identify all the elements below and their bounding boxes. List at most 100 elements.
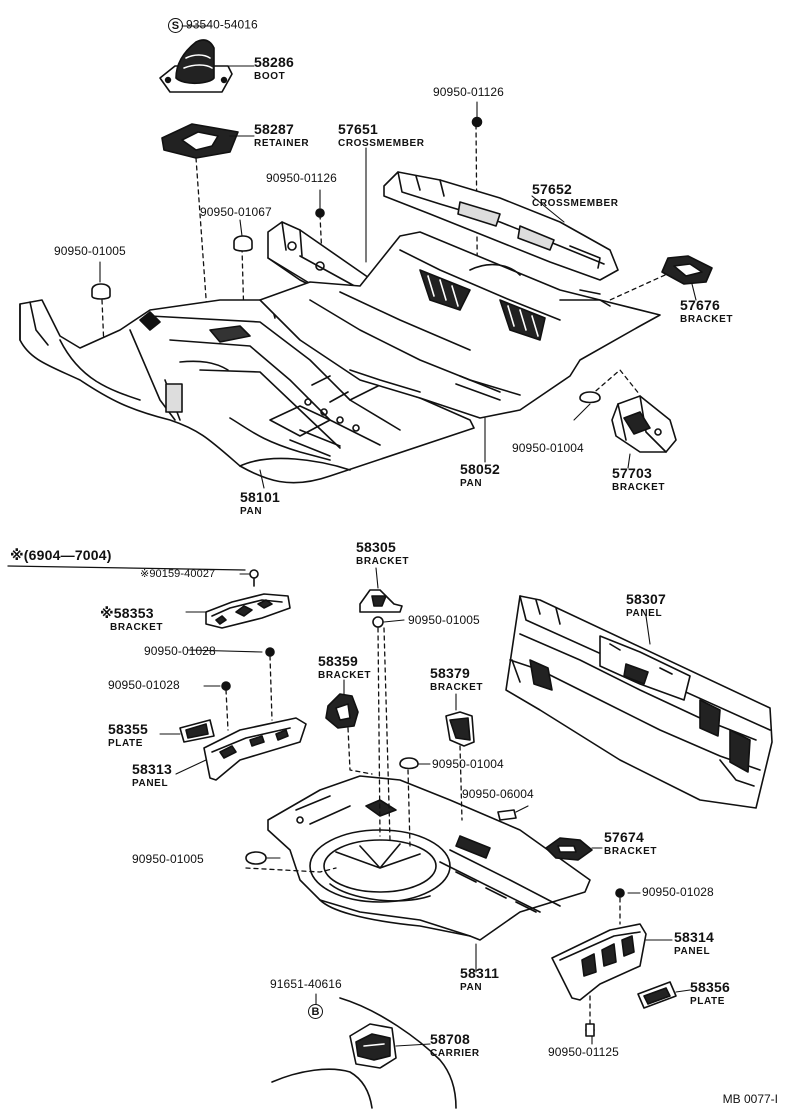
part-90950-01028-b: 90950-01028 [108, 678, 180, 692]
part-name: BRACKET [356, 556, 410, 567]
section-divider-line [7, 565, 246, 571]
part-58287-retainer: 58287 RETAINER [254, 122, 309, 149]
part-58101-pan: 58101 PAN [240, 490, 280, 517]
bracket-57676-drawing [661, 255, 713, 285]
upper-plugs [91, 116, 601, 404]
part-90950-01067: 90950-01067 [200, 205, 272, 219]
assembly-guide-lines-rear [225, 627, 621, 1025]
part-58305-bracket: 58305 BRACKET [356, 540, 409, 567]
bracket-58359-drawing [325, 693, 359, 729]
part-58307-panel: 58307 PANEL [626, 592, 666, 619]
diagram-reference-code: MB 0077-I [722, 1092, 778, 1106]
part-58356-plate: 58356 PLATE [690, 980, 730, 1007]
part-number: 58355 [108, 721, 148, 737]
part-57652-crossmember: 57652 CROSSMEMBER [532, 182, 619, 209]
part-90950-06004: 90950-06004 [462, 787, 534, 801]
part-number: 58305 [356, 539, 396, 555]
part-58708-carrier: 58708 CARRIER [430, 1032, 480, 1059]
part-number: 58356 [690, 979, 730, 995]
part-name: BRACKET [680, 314, 734, 325]
leader-lines-rear [159, 567, 691, 1047]
part-58286-boot: 58286 BOOT [254, 55, 294, 82]
part-name: PANEL [626, 608, 663, 619]
part-number: 57651 [338, 121, 378, 137]
part-number: 57652 [532, 181, 572, 197]
part-58311-pan: 58311 PAN [460, 966, 499, 993]
plate-58355-drawing [179, 719, 215, 743]
part-name: CROSSMEMBER [338, 138, 425, 149]
part-name: BRACKET [612, 482, 666, 493]
part-number: 58286 [254, 54, 294, 70]
part-91651-40616: 91651-40616 [270, 977, 342, 991]
part-name: PAN [460, 982, 483, 993]
part-90159-40027: ※90159-40027 [140, 568, 216, 580]
floor-pan-58052-drawing [259, 231, 661, 419]
part-number: 58311 [460, 965, 500, 981]
part-name: PANEL [132, 778, 169, 789]
part-name: PANEL [674, 946, 711, 957]
b-symbol: B [308, 1004, 323, 1020]
part-number: 58313 [132, 761, 172, 777]
part-90950-01126-top: 90950-01126 [433, 85, 504, 99]
part-name: PLATE [108, 738, 144, 749]
part-90950-01125: 90950-01125 [548, 1045, 619, 1059]
part-name: RETAINER [254, 138, 310, 149]
part-number: 58314 [674, 929, 714, 945]
part-58359-bracket: 58359 BRACKET [318, 654, 371, 681]
part-name: BOOT [254, 71, 286, 82]
panel-58314-drawing [551, 923, 647, 1001]
part-name: PLATE [690, 996, 726, 1007]
part-number: 58379 [430, 665, 470, 681]
bracket-58305-drawing [359, 589, 403, 613]
part-57703-bracket: 57703 BRACKET [612, 466, 665, 493]
part-name: CROSSMEMBER [532, 198, 619, 209]
section-note-date-range: ※(6904—7004) [10, 547, 112, 563]
part-57674-bracket: 57674 BRACKET [604, 830, 657, 857]
s-circle-icon: S [168, 18, 183, 33]
rear-pan-58311-drawing [267, 775, 591, 941]
part-58052-pan: 58052 PAN [460, 462, 500, 489]
part-name: CARRIER [430, 1048, 480, 1059]
part-57651-crossmember: 57651 CROSSMEMBER [338, 122, 425, 149]
part-number: 57674 [604, 829, 644, 845]
retainer-part-drawing [161, 123, 239, 159]
bracket-57674-drawing [545, 837, 593, 861]
part-number: 58052 [460, 461, 500, 477]
b-circle-icon: B [308, 1004, 326, 1020]
bracket-57703-drawing [611, 395, 677, 453]
part-58313-panel: 58313 PANEL [132, 762, 172, 789]
bracket-58353-drawing [205, 593, 291, 629]
front-floor-pan-drawing [19, 299, 475, 484]
part-number: 93540-54016 [186, 17, 258, 32]
part-name: BRACKET [430, 682, 484, 693]
boot-part-drawing [159, 39, 233, 93]
plate-58356-drawing [637, 981, 677, 1009]
part-number: 58287 [254, 121, 294, 137]
part-name: BRACKET [604, 846, 658, 857]
part-number: 57703 [612, 465, 652, 481]
part-name: BRACKET [110, 622, 164, 633]
rear-plugs [221, 569, 625, 1037]
part-90950-01005-rear-upper: 90950-01005 [408, 613, 480, 627]
panel-58313-drawing [203, 717, 307, 781]
part-number: 57676 [680, 297, 720, 313]
part-90950-01004-rear: 90950-01004 [432, 757, 504, 771]
panel-58307-drawing [505, 595, 773, 809]
part-58353-bracket: ※58353 BRACKET [100, 606, 163, 633]
part-name: PAN [460, 478, 483, 489]
part-57676-bracket: 57676 BRACKET [680, 298, 733, 325]
part-90950-01028-c: 90950-01028 [642, 885, 714, 899]
crossmember-57652-drawing [383, 171, 619, 281]
part-number: ※58353 [100, 605, 154, 621]
part-58355-plate: 58355 PLATE [108, 722, 148, 749]
part-name: BRACKET [318, 670, 372, 681]
bracket-58379-drawing [445, 711, 475, 747]
leader-lines-upper [99, 25, 697, 489]
part-90950-01028-a: 90950-01028 [144, 644, 216, 658]
part-number: 58708 [430, 1031, 470, 1047]
part-name: PAN [240, 506, 263, 517]
part-90950-01126-mid: 90950-01126 [266, 171, 337, 185]
part-90950-01004-front: 90950-01004 [512, 441, 584, 455]
